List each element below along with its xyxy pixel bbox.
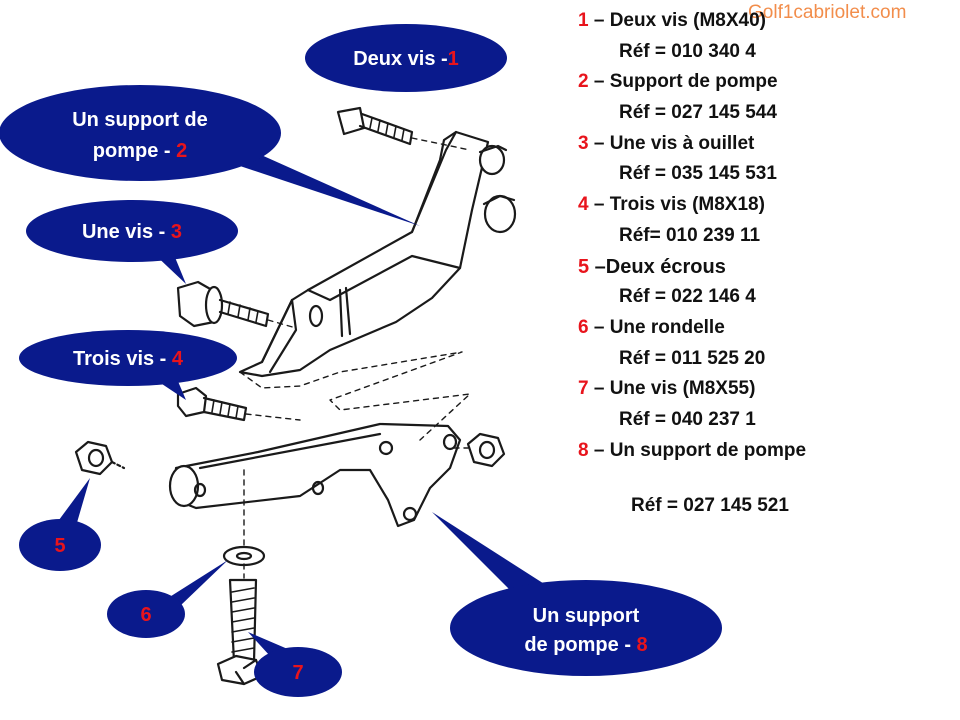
part-3-desc: – Une vis à ouillet: [588, 132, 755, 154]
part-8-desc: – Un support de pompe: [588, 439, 807, 461]
eye-bolt-3-drawing: [176, 280, 270, 328]
part-6-ref: Réf = 011 525 20: [619, 347, 766, 369]
callout-7: 7: [248, 632, 342, 697]
svg-text:pompe - 2: pompe - 2: [93, 140, 187, 162]
part-8-number: 8: [578, 439, 589, 461]
part-5-desc: –Deux écrous: [589, 255, 726, 278]
part-7-line: 7 – Une vis (M8X55): [578, 374, 958, 405]
callout-5: 5: [19, 478, 101, 571]
pump-support-upper-drawing: [238, 130, 517, 378]
site-watermark: Golf1cabriolet.com: [748, 2, 907, 23]
bolt-4-drawing: [176, 386, 248, 422]
part-8-line: 8 – Un support de pompe: [578, 436, 958, 467]
part-4-desc: – Trois vis (M8X18): [588, 194, 765, 216]
assembly-dashed-lines: [239, 137, 471, 579]
part-6-number: 6: [578, 316, 589, 338]
bolt-1-drawing: [336, 106, 414, 146]
svg-text:Deux vis -1: Deux vis -1: [353, 48, 459, 70]
part-5-number: 5: [578, 255, 590, 278]
part-6-line: 6 – Une rondelle: [578, 313, 958, 344]
washer-6-drawing: [222, 545, 266, 567]
part-3-ref: Réf = 035 145 531: [619, 163, 777, 185]
callout-2-line2: pompe -: [93, 140, 176, 162]
callout-3: Une vis - 3: [26, 200, 238, 284]
nut-right-drawing: [466, 432, 506, 468]
callout-1-text: Deux vis -: [353, 48, 447, 70]
callout-8-line1: Un support: [533, 605, 640, 627]
callout-3-number: 3: [171, 221, 182, 243]
callout-3-text: Une vis -: [82, 221, 171, 243]
part-1-desc: – Deux vis (M8X40): [588, 10, 766, 31]
part-7-number: 7: [578, 378, 589, 400]
part-5-line: 5 –Deux écrous: [578, 252, 958, 283]
part-7-desc: – Une vis (M8X55): [588, 378, 756, 400]
callout-4-number: 4: [172, 348, 184, 370]
svg-text:5: 5: [54, 535, 65, 557]
svg-text:Un support: Un support: [533, 605, 640, 627]
callout-6: 6: [107, 560, 228, 638]
part-2-desc: – Support de pompe: [588, 71, 778, 93]
part-8-ref: Réf = 027 145 521: [631, 495, 789, 517]
part-6-desc: – Une rondelle: [588, 316, 725, 338]
callout-8-line2: de pompe -: [524, 634, 636, 656]
part-1-number: 1: [578, 10, 589, 31]
part-4-line: 4 – Trois vis (M8X18): [578, 190, 958, 221]
parts-reference-list: 1 – Deux vis (M8X40) Réf = 010 340 4 2 –…: [578, 6, 958, 522]
callout-7-number: 7: [292, 662, 303, 684]
callout-6-number: 6: [140, 604, 151, 626]
part-1-line: 1 – Deux vis (M8X40): [578, 6, 958, 37]
part-5-ref: Réf = 022 146 4: [619, 286, 756, 308]
callout-1-number: 1: [448, 48, 459, 70]
svg-text:de pompe - 8: de pompe - 8: [524, 634, 647, 656]
part-7-ref: Réf = 040 237 1: [619, 408, 756, 430]
part-4-number: 4: [578, 194, 589, 216]
part-2-line: 2 – Support de pompe: [578, 67, 958, 98]
part-3-line: 3 – Une vis à ouillet: [578, 129, 958, 160]
part-4-ref: Réf= 010 239 11: [619, 224, 761, 246]
callout-2-number: 2: [176, 140, 187, 162]
callout-5-number: 5: [54, 535, 65, 557]
part-1-ref: Réf = 010 340 4: [619, 40, 756, 62]
part-3-number: 3: [578, 132, 589, 154]
parts-drawing: [74, 106, 517, 686]
svg-text:Une vis - 3: Une vis - 3: [82, 221, 182, 243]
part-2-ref: Réf = 027 145 544: [619, 102, 777, 124]
pump-support-lower-drawing: [168, 422, 462, 528]
svg-text:7: 7: [292, 662, 303, 684]
svg-text:6: 6: [140, 604, 151, 626]
callout-4-text: Trois vis -: [73, 348, 172, 370]
callout-8-number: 8: [637, 634, 648, 656]
part-2-number: 2: [578, 71, 589, 93]
callout-4: Trois vis - 4: [19, 330, 237, 400]
callout-8: Un support de pompe - 8: [432, 512, 722, 676]
callout-2: Un support de pompe - 2: [0, 85, 420, 226]
bolt-7-drawing: [216, 578, 264, 686]
callout-1: Deux vis -1: [305, 24, 507, 92]
svg-text:Trois vis - 4: Trois vis - 4: [73, 348, 184, 370]
nut-5-drawing: [74, 440, 126, 476]
callout-2-line1: Un support de: [72, 109, 208, 131]
svg-text:Un support de: Un support de: [72, 109, 208, 131]
